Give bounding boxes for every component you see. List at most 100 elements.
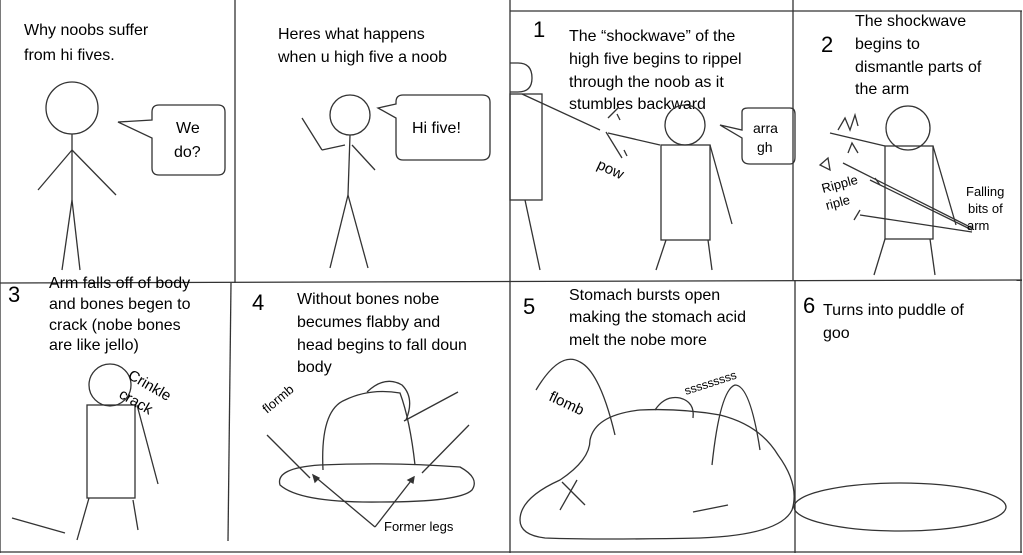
comic-text: flomb	[546, 388, 586, 419]
drawing-stroke	[616, 113, 621, 121]
drawing-stroke	[521, 93, 601, 131]
comic-text: We	[176, 120, 200, 137]
drawing-stroke	[607, 132, 661, 146]
comic-text: The “shockwave” of the	[569, 28, 735, 45]
drawing-stroke	[884, 145, 934, 240]
drawing-stroke	[227, 282, 232, 542]
drawing-stroke	[347, 194, 369, 269]
comic-text: the arm	[855, 81, 909, 98]
drawing-stroke	[321, 144, 346, 151]
panel-intro: Why noobs suffer from hi fives. We do?	[24, 22, 226, 271]
drawing-stroke	[403, 391, 459, 422]
goo-puddle	[793, 482, 1007, 532]
drawing-stroke	[818, 156, 831, 172]
drawing-stroke	[623, 149, 628, 157]
drawing-stroke	[655, 239, 667, 271]
drawing-stroke	[61, 199, 73, 271]
drawing-stroke	[559, 479, 578, 511]
speech-bubble	[719, 107, 796, 165]
drawing-stroke	[524, 199, 541, 271]
drawing-stroke	[312, 474, 376, 528]
drawing-stroke	[322, 390, 416, 471]
comic-text: pow	[594, 156, 626, 183]
drawing-stroke	[847, 141, 859, 154]
comic-text: goo	[823, 325, 850, 342]
comic-text: body	[297, 359, 332, 376]
drawing-stroke	[519, 408, 795, 540]
drawing-stroke	[874, 177, 881, 186]
drawing-stroke	[561, 481, 586, 506]
comic-text: arra	[753, 120, 778, 136]
drawing-stroke	[510, 62, 533, 93]
drawing-stroke	[136, 404, 159, 485]
comic-text: 4	[252, 290, 264, 315]
comic-text: riple	[824, 192, 852, 213]
drawing-stroke	[421, 424, 470, 474]
drawing-stroke	[406, 475, 415, 485]
comic-text: 6	[803, 293, 815, 318]
goo-body	[519, 358, 795, 540]
stick-figure	[818, 105, 973, 276]
impact-lines	[605, 107, 628, 159]
stick-figure-noob	[607, 104, 733, 271]
drawing-stroke	[885, 105, 931, 151]
comic-text: flormb	[259, 382, 296, 417]
drawing-stroke	[842, 162, 973, 229]
comic-text: when u high five a noob	[277, 49, 447, 66]
stick-figure-left	[509, 62, 601, 271]
drawing-stroke	[929, 238, 936, 276]
drawing-stroke	[837, 112, 859, 132]
drawing-stroke	[853, 209, 861, 221]
panel-5: 5 Stomach bursts open making the stomach…	[519, 287, 795, 540]
drawing-stroke	[71, 199, 81, 271]
comic-text: Heres what happens	[278, 26, 425, 43]
drawing-stroke	[351, 144, 376, 171]
drawing-stroke	[71, 149, 117, 196]
drawing-stroke	[117, 104, 226, 176]
comic-text: from hi fives.	[24, 47, 115, 64]
comic-text: are like jello)	[49, 337, 139, 354]
drawing-stroke	[132, 499, 139, 531]
comic-text: Stomach bursts open	[569, 287, 720, 304]
panel-3: 3 Arm falls off of body and bones begen …	[8, 275, 191, 541]
comic-text: The shockwave	[855, 13, 966, 30]
drawing-stroke	[366, 380, 411, 421]
comic-text: 3	[8, 282, 20, 307]
drawing-stroke	[707, 239, 713, 271]
drawing-stroke	[301, 117, 323, 151]
drawing-stroke	[278, 463, 475, 503]
drawing-stroke	[932, 145, 957, 226]
comic-text: Arm falls off of body	[49, 275, 190, 292]
drawing-stroke	[605, 131, 623, 159]
comic-text: Former legs	[384, 519, 454, 534]
panel-6: 6 Turns into puddle of goo	[793, 293, 1007, 532]
comic-text: arm	[967, 218, 989, 233]
comic-text: sssssssss	[683, 368, 739, 398]
comic-text: stumbles backward	[569, 96, 706, 113]
drawing-stroke	[869, 179, 973, 231]
panel-setup: Heres what happens when u high five a no…	[277, 26, 491, 269]
speech-bubble	[376, 94, 491, 161]
comic-text: 1	[533, 17, 545, 42]
comic-text: and bones begen to	[49, 296, 191, 313]
drawing-stroke	[329, 94, 371, 136]
panel-2: 2 The shockwave begins to dismantle part…	[818, 13, 1004, 276]
comic-text: dismantle parts of	[855, 59, 982, 76]
drawing-stroke	[859, 214, 973, 233]
drawing-stroke	[11, 517, 66, 534]
comic-text: 5	[523, 294, 535, 319]
panel-1: 1 The “shockwave” of the high five begin…	[509, 17, 796, 271]
comic-text: gh	[757, 139, 773, 155]
stick-figure	[37, 81, 117, 271]
stick-figure	[11, 363, 159, 541]
comic-text: do?	[174, 144, 201, 161]
comic-text: begins to	[855, 36, 920, 53]
drawing-stroke	[37, 149, 73, 191]
speech-bubble	[117, 104, 226, 176]
comic-text: bits of	[968, 201, 1003, 216]
comic-text: Why noobs suffer	[24, 22, 149, 39]
drawing-stroke	[692, 504, 729, 513]
drawing-stroke	[535, 358, 616, 436]
comic-text: Ripple	[820, 172, 859, 196]
drawing-stroke	[86, 404, 136, 499]
